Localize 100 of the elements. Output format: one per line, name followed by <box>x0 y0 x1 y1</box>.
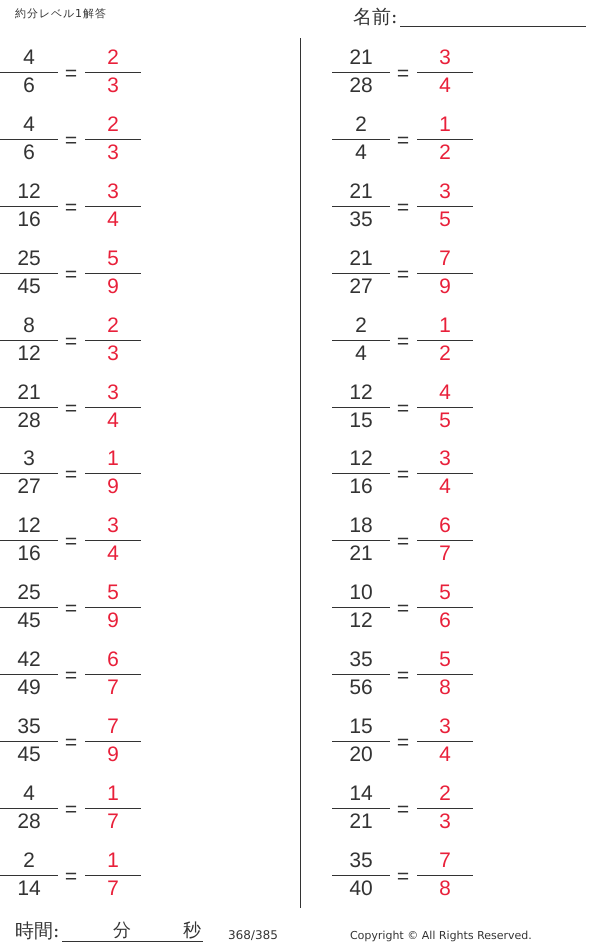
denominator: 16 <box>16 543 42 564</box>
answer-numerator: 3 <box>106 515 120 536</box>
answer-numerator: 1 <box>106 782 120 804</box>
numerator: 4 <box>22 782 36 804</box>
numerator: 35 <box>348 850 374 871</box>
time-label: 時間: <box>15 922 60 941</box>
numerator: 21 <box>348 47 374 68</box>
answer-denominator: 3 <box>106 142 120 163</box>
answer-denominator: 3 <box>438 810 452 832</box>
equals-sign: = <box>396 196 410 218</box>
answer-denominator: 7 <box>438 543 452 564</box>
equals-sign: = <box>396 531 410 552</box>
answer-denominator: 7 <box>106 810 120 832</box>
answer-numerator: 3 <box>438 716 452 737</box>
answer-denominator: 4 <box>438 744 452 765</box>
numerator: 4 <box>22 114 36 135</box>
answer-denominator: 5 <box>438 410 452 430</box>
answer-numerator: 2 <box>438 782 452 804</box>
denominator: 56 <box>348 677 374 698</box>
answer-numerator: 5 <box>438 582 452 604</box>
answer-numerator: 6 <box>438 515 452 536</box>
numerator: 15 <box>348 716 374 737</box>
answer-numerator: 5 <box>438 649 452 670</box>
answer-numerator: 3 <box>106 382 120 402</box>
numerator: 12 <box>348 448 374 470</box>
numerator: 2 <box>22 850 36 871</box>
denominator: 15 <box>348 410 374 430</box>
equals-sign: = <box>64 598 78 620</box>
answer-numerator: 2 <box>106 47 120 68</box>
page-number: 368/385 <box>228 929 278 941</box>
answer-numerator: 1 <box>106 850 120 871</box>
equals-sign: = <box>396 398 410 418</box>
equals-sign: = <box>396 130 410 151</box>
equals-sign: = <box>64 130 78 151</box>
equals-sign: = <box>64 330 78 352</box>
equals-sign: = <box>396 665 410 686</box>
answer-denominator: 8 <box>438 677 452 698</box>
numerator: 2 <box>354 314 368 336</box>
denominator: 12 <box>348 610 374 632</box>
numerator: 4 <box>22 47 36 68</box>
answer-denominator: 4 <box>106 208 120 230</box>
answer-denominator: 9 <box>106 610 120 632</box>
numerator: 8 <box>22 314 36 336</box>
numerator: 42 <box>16 649 42 670</box>
answer-denominator: 2 <box>438 342 452 364</box>
equals-sign: = <box>64 63 78 84</box>
equals-sign: = <box>64 398 78 418</box>
denominator: 40 <box>348 878 374 899</box>
answer-denominator: 9 <box>106 744 120 765</box>
answer-denominator: 2 <box>438 142 452 163</box>
equals-sign: = <box>396 798 410 820</box>
denominator: 45 <box>16 610 42 632</box>
denominator: 21 <box>348 543 374 564</box>
equals-sign: = <box>64 866 78 887</box>
denominator: 12 <box>16 342 42 364</box>
answer-denominator: 9 <box>438 276 452 297</box>
answer-numerator: 1 <box>438 114 452 135</box>
denominator: 45 <box>16 276 42 297</box>
numerator: 35 <box>348 649 374 670</box>
answer-denominator: 9 <box>106 476 120 498</box>
equals-sign: = <box>396 63 410 84</box>
answer-denominator: 9 <box>106 276 120 297</box>
numerator: 12 <box>16 515 42 536</box>
answer-denominator: 4 <box>438 75 452 96</box>
equals-sign: = <box>396 330 410 352</box>
equals-sign: = <box>64 798 78 820</box>
denominator: 28 <box>16 410 42 430</box>
answer-numerator: 6 <box>106 649 120 670</box>
numerator: 3 <box>22 448 36 470</box>
name-label: 名前: <box>353 8 398 27</box>
answer-numerator: 4 <box>438 382 452 402</box>
answer-numerator: 2 <box>106 114 120 135</box>
denominator: 16 <box>16 208 42 230</box>
equals-sign: = <box>64 464 78 486</box>
denominator: 16 <box>348 476 374 498</box>
answer-numerator: 3 <box>438 448 452 470</box>
numerator: 2 <box>354 114 368 135</box>
answer-numerator: 7 <box>438 248 452 269</box>
equals-sign: = <box>64 531 78 552</box>
denominator: 35 <box>348 208 374 230</box>
numerator: 10 <box>348 582 374 604</box>
numerator: 14 <box>348 782 374 804</box>
denominator: 49 <box>16 677 42 698</box>
numerator: 21 <box>348 180 374 202</box>
answer-numerator: 3 <box>438 180 452 202</box>
answer-numerator: 7 <box>106 716 120 737</box>
denominator: 4 <box>354 142 368 163</box>
numerator: 12 <box>348 382 374 402</box>
answer-numerator: 5 <box>106 582 120 604</box>
numerator: 25 <box>16 248 42 269</box>
answer-numerator: 3 <box>106 180 120 202</box>
answer-numerator: 7 <box>438 850 452 871</box>
equals-sign: = <box>396 866 410 887</box>
numerator: 12 <box>16 180 42 202</box>
equals-sign: = <box>64 732 78 753</box>
copyright-notice: Copyright © All Rights Reserved. <box>350 930 532 941</box>
answer-numerator: 1 <box>106 448 120 470</box>
equals-sign: = <box>396 732 410 753</box>
denominator: 28 <box>16 810 42 832</box>
answer-denominator: 3 <box>106 75 120 96</box>
